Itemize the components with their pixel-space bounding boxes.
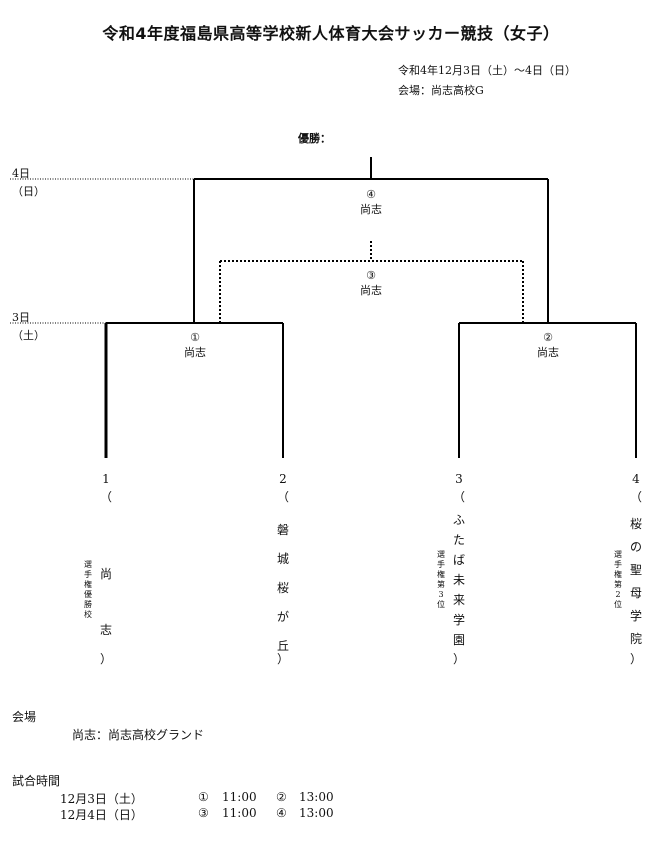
schedule-row-b-time: 13:00 (299, 806, 334, 820)
team2-name-char: 桜 (276, 581, 289, 595)
team3-name-char: た (452, 533, 465, 547)
team2-open-paren: （ (276, 490, 289, 504)
team4-open-paren: （ (629, 490, 642, 504)
team4-close-paren: ） (629, 652, 642, 666)
team3-name-char: ふ (452, 513, 465, 527)
team3-name-char: 園 (452, 633, 465, 647)
team4-name-char: 院 (629, 632, 642, 646)
team3-name-char: 学 (452, 613, 465, 627)
team3-close-paren: ） (452, 652, 465, 666)
team3-name-char: ば (452, 553, 465, 567)
team1-seed: 1 (102, 472, 110, 486)
team1-name-char: 尚 (99, 567, 112, 581)
match1-winner: 尚志 (184, 346, 206, 359)
match3-label: ③ 尚志 (341, 268, 401, 298)
schedule-row-b-no: ④ (276, 806, 287, 820)
match3-winner: 尚志 (360, 284, 382, 297)
schedule-row-date: 12月3日（土） (60, 792, 143, 806)
team3-note: 選 手 権 第 3 位 (437, 550, 445, 609)
team4-name-char: 母 (629, 586, 642, 600)
time-heading: 試合時間 (12, 774, 61, 788)
team1-name-char: 志 (99, 623, 112, 637)
team3-name-char: 来 (452, 593, 465, 607)
team4-name-char: 学 (629, 609, 642, 623)
team4-seed: 4 (632, 472, 640, 486)
team2-name-char: 丘 (276, 639, 289, 653)
schedule-row-date: 12月4日（日） (60, 808, 143, 822)
day3-weekday: （土） (12, 329, 45, 342)
team2-seed: 2 (279, 472, 287, 486)
match3-number: ③ (366, 269, 376, 282)
team1-name: 尚 志 (96, 546, 116, 658)
team1-note: 選 手 権 優 勝 校 (84, 560, 92, 619)
team4-name-char: の (629, 540, 642, 554)
match4-winner: 尚志 (360, 203, 382, 216)
team2-name-char: 磐 (276, 523, 289, 537)
match2-label: ② 尚志 (518, 330, 578, 360)
match2-number: ② (543, 331, 553, 344)
page-title: 令和4年度福島県高等学校新人体育大会サッカー競技（女子） (102, 24, 560, 43)
schedule-row-a-time: 11:00 (222, 790, 257, 804)
venue-heading: 会場 (12, 710, 37, 724)
match1-number: ① (190, 331, 200, 344)
day3-label: 3日 (12, 311, 30, 324)
team3-open-paren: （ (452, 490, 465, 504)
match4-number: ④ (366, 188, 376, 201)
team1-close-paren: ） (99, 652, 112, 666)
champion-label: 優勝： (298, 132, 331, 145)
team2-close-paren: ） (276, 652, 289, 666)
match4-label: ④ 尚志 (341, 187, 401, 217)
day4-weekday: （日） (12, 185, 45, 198)
schedule-row-b-no: ② (276, 790, 287, 804)
schedule-row-b-time: 13:00 (299, 790, 334, 804)
team4-note: 選 手 権 第 2 位 (614, 550, 622, 609)
team4-name: 桜 の 聖 母 学 院 (626, 513, 646, 651)
venue-line: 会場：尚志高校G (398, 84, 484, 97)
team3-seed: 3 (455, 472, 463, 486)
day4-label: 4日 (12, 167, 30, 180)
dates-line: 令和4年12月3日（土）〜4日（日） (398, 64, 576, 77)
schedule-row-a-no: ③ (198, 806, 209, 820)
schedule-row-a-no: ① (198, 790, 209, 804)
team2-name-char: 城 (276, 552, 289, 566)
schedule-row-a-time: 11:00 (222, 806, 257, 820)
team4-name-char: 聖 (629, 563, 642, 577)
team4-name-char: 桜 (629, 517, 642, 531)
team2-name: 磐 城 桜 が 丘 (273, 516, 293, 661)
team3-name-char: 未 (452, 573, 465, 587)
match2-winner: 尚志 (537, 346, 559, 359)
team2-name-char: が (276, 610, 289, 624)
team1-open-paren: （ (99, 490, 112, 504)
match1-label: ① 尚志 (165, 330, 225, 360)
team3-name: ふ た ば 未 来 学 園 (449, 510, 469, 650)
venue-detail: 尚志：尚志高校グランド (72, 728, 205, 742)
